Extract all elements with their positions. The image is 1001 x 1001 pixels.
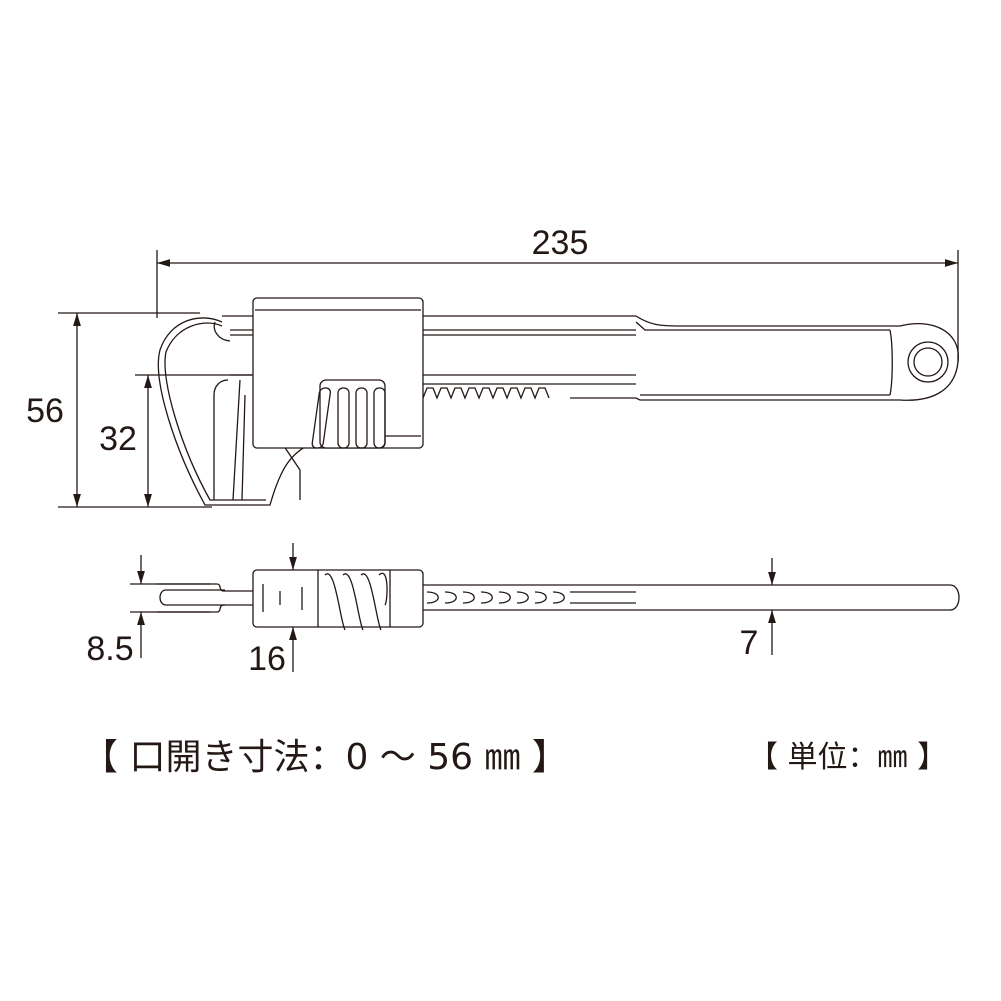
dimension-235 bbox=[156, 250, 959, 362]
dimension-label-7: 7 bbox=[740, 624, 759, 662]
jaw-opening-caption: 【 口開き寸法：0 ～ 56 ㎜ 】 bbox=[82, 737, 568, 778]
unit-caption: 【 単位：㎜ 】 bbox=[748, 740, 948, 775]
wrench-side-view bbox=[157, 569, 960, 631]
wrench-top-view bbox=[157, 297, 959, 506]
dimension-label-8-5: 8.5 bbox=[86, 630, 133, 668]
dimension-label-32: 32 bbox=[99, 420, 137, 458]
dimension-32 bbox=[135, 374, 252, 507]
dimension-label-235: 235 bbox=[532, 224, 589, 262]
dimension-label-56: 56 bbox=[26, 392, 64, 430]
worm-gear-coils bbox=[311, 387, 386, 449]
dimension-label-16: 16 bbox=[248, 640, 286, 678]
dimension-8-5 bbox=[130, 555, 210, 658]
dimension-56 bbox=[58, 312, 212, 508]
